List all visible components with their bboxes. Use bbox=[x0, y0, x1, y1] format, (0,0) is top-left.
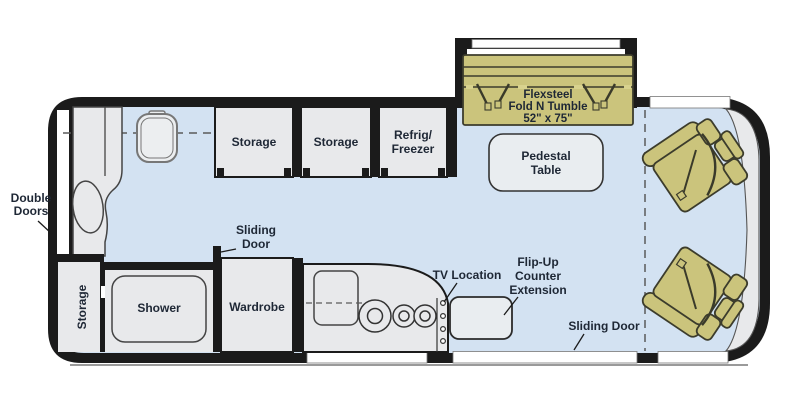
flip-up-label-1: Flip-Up bbox=[517, 255, 558, 269]
storage-side-label: Storage bbox=[75, 284, 89, 329]
slideout-window bbox=[471, 39, 621, 49]
flip-up-label-3: Extension bbox=[509, 283, 566, 297]
cabinet-feet bbox=[217, 168, 445, 177]
callout-tv-location: TV Location bbox=[433, 268, 502, 303]
toilet-oval bbox=[71, 180, 105, 234]
table-label-1: Pedestal bbox=[521, 149, 570, 163]
sofa-label-3: 52" x 75" bbox=[523, 113, 572, 125]
sliding-door-opening bbox=[452, 351, 638, 364]
shower-label: Shower bbox=[137, 301, 181, 315]
front-top-window bbox=[649, 96, 731, 109]
kitchen-galley bbox=[293, 258, 449, 353]
callout-flip-up: Flip-Up Counter Extension bbox=[503, 255, 567, 316]
wardrobe-label: Wardrobe bbox=[229, 300, 285, 314]
sofa-label-1: Flexsteel bbox=[523, 89, 572, 101]
sliding-door-top-label-1: Sliding bbox=[236, 223, 276, 237]
pocket-door-wall bbox=[213, 246, 221, 352]
refrig-label-2: Freezer bbox=[392, 142, 435, 156]
sliding-door-top-label-2: Door bbox=[242, 237, 270, 251]
fold-n-tumble-sofa: Flexsteel Fold N Tumble 52" x 75" bbox=[462, 54, 634, 126]
refrig-label-1: Refrig/ bbox=[394, 128, 433, 142]
flip-up-label-2: Counter bbox=[515, 269, 561, 283]
double-doors-label-2: Doors bbox=[14, 204, 49, 218]
double-doors-label-1: Double bbox=[11, 191, 52, 205]
front-bottom-window bbox=[657, 351, 729, 364]
tv-location-label: TV Location bbox=[433, 268, 502, 282]
lav-seat bbox=[136, 110, 178, 163]
tv-mount-dots bbox=[440, 300, 447, 345]
wardrobe: Wardrobe bbox=[220, 257, 294, 353]
shower-room: Shower bbox=[103, 262, 215, 352]
flip-up-counter bbox=[449, 296, 513, 340]
callout-double-doors: Double Doors bbox=[11, 191, 53, 235]
callout-sliding-door-bottom: Sliding Door bbox=[568, 319, 640, 351]
sofa-label-2: Fold N Tumble bbox=[508, 101, 587, 113]
sliding-door-bottom-label: Sliding Door bbox=[568, 319, 640, 333]
rear-storage-locker: Storage bbox=[58, 254, 108, 352]
storage-cabinet-2-label: Storage bbox=[314, 135, 359, 149]
table-label-2: Table bbox=[531, 163, 562, 177]
callout-sliding-door-interior: Sliding Door bbox=[220, 223, 276, 253]
sofa-seatbelts bbox=[475, 83, 617, 111]
double-doors-opening bbox=[57, 110, 69, 254]
kitchen-window bbox=[306, 351, 428, 364]
cabinet-row: Storage Storage Refrig/ Freezer bbox=[214, 106, 457, 178]
bathroom-area bbox=[71, 106, 123, 257]
storage-cabinet-1-label: Storage bbox=[232, 135, 277, 149]
kitchen-sink bbox=[313, 270, 359, 326]
pedestal-table: Pedestal Table bbox=[488, 133, 604, 192]
cooktop-burners bbox=[358, 299, 437, 333]
bathroom-rear-wall bbox=[69, 107, 73, 256]
